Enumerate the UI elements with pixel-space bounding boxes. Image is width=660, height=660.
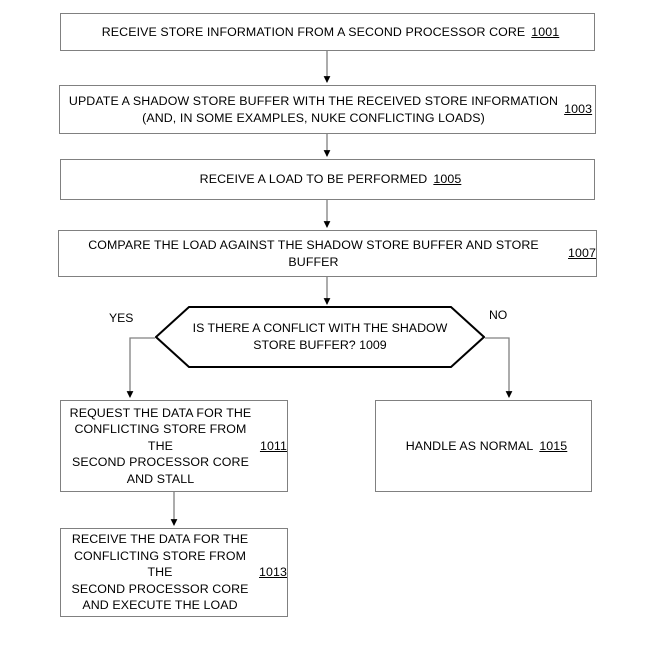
node-1007[interactable]: COMPARE THE LOAD AGAINST THE SHADOW STOR… [58, 230, 597, 277]
node-1011-ref: 1011 [259, 438, 287, 453]
node-1009-ref: 1009 [359, 338, 387, 352]
node-1001-text: RECEIVE STORE INFORMATION FROM A SECOND … [101, 24, 526, 39]
node-1013-text: RECEIVE THE DATA FOR THE CONFLICTING STO… [71, 532, 249, 613]
node-1005[interactable]: RECEIVE A LOAD TO BE PERFORMED 1005 [60, 159, 595, 200]
node-1011[interactable]: REQUEST THE DATA FOR THE CONFLICTING STO… [60, 400, 288, 492]
node-1009[interactable]: IS THERE A CONFLICT WITH THE SHADOW STOR… [155, 306, 485, 368]
node-1011-text: REQUEST THE DATA FOR THE CONFLICTING STO… [69, 405, 252, 486]
hexagon-shape [155, 306, 485, 368]
node-1013-ref: 1013 [259, 565, 287, 580]
node-1001-ref: 1001 [531, 24, 560, 39]
node-1003[interactable]: UPDATE A SHADOW STORE BUFFER WITH THE RE… [59, 85, 596, 134]
node-1015[interactable]: HANDLE AS NORMAL 1015 [375, 400, 592, 492]
node-1015-text: HANDLE AS NORMAL [405, 438, 534, 453]
node-1015-ref: 1015 [539, 438, 568, 453]
node-1009-text: IS THERE A CONFLICT WITH THE SHADOW STOR… [192, 321, 448, 352]
branch-label-no: NO [489, 308, 508, 322]
edge-1009-1011-yes [126, 337, 155, 398]
node-1013[interactable]: RECEIVE THE DATA FOR THE CONFLICTING STO… [60, 528, 288, 617]
node-1009-label: IS THERE A CONFLICT WITH THE SHADOW STOR… [155, 306, 485, 368]
node-1007-ref: 1007 [568, 246, 596, 261]
edge-1009-1015-no [485, 337, 513, 398]
node-1003-ref: 1003 [564, 102, 593, 117]
node-1001[interactable]: RECEIVE STORE INFORMATION FROM A SECOND … [60, 13, 595, 51]
node-1007-text: COMPARE THE LOAD AGAINST THE SHADOW STOR… [88, 238, 539, 269]
node-1003-text: UPDATE A SHADOW STORE BUFFER WITH THE RE… [68, 94, 559, 125]
node-1005-text: RECEIVE A LOAD TO BE PERFORMED [199, 172, 428, 187]
branch-label-yes: YES [109, 311, 134, 325]
node-1005-ref: 1005 [433, 172, 462, 187]
